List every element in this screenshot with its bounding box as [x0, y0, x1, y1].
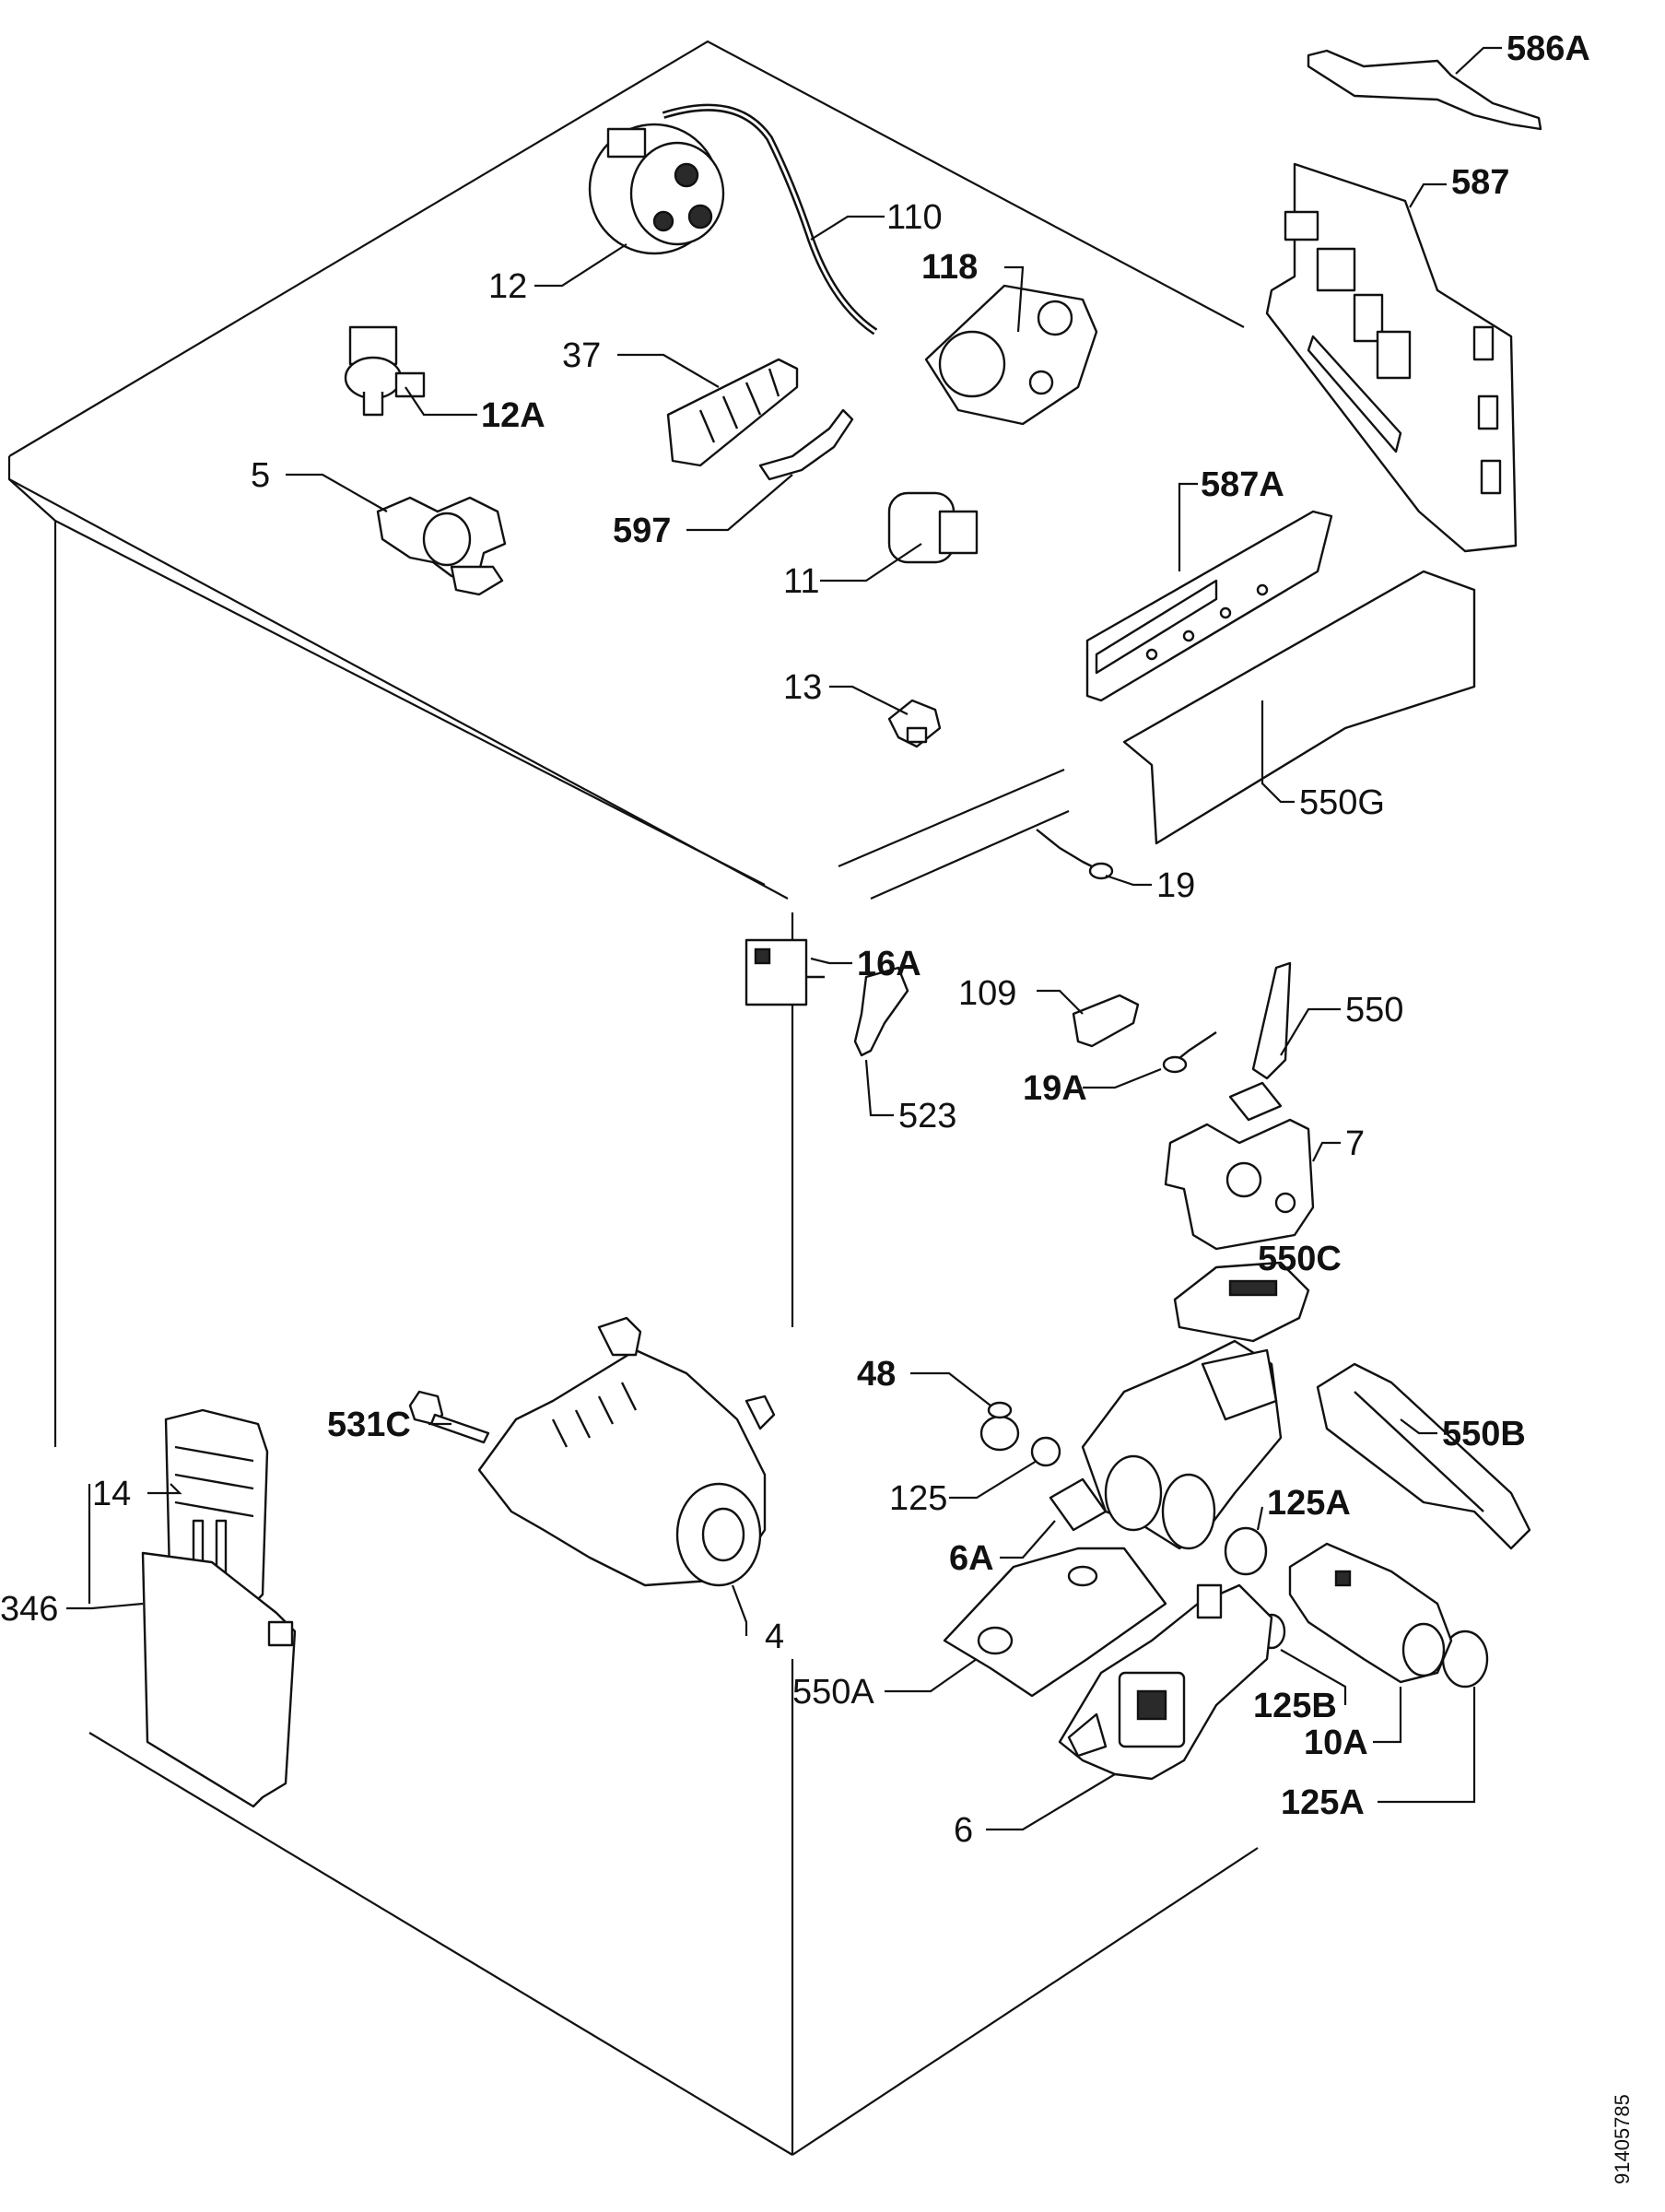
- label-125B: 125B: [1253, 1687, 1337, 1725]
- leader-lines: [66, 46, 1502, 1831]
- part-125-ring: [1030, 1436, 1061, 1467]
- label-587A: 587A: [1201, 465, 1284, 504]
- label-118: 118: [921, 248, 978, 287]
- label-587: 587: [1451, 163, 1509, 202]
- part-37-terminal-block: [666, 358, 799, 467]
- part-586A-bracket: [1307, 49, 1542, 131]
- label-37: 37: [562, 336, 601, 375]
- label-13: 13: [783, 668, 822, 707]
- label-109: 109: [958, 974, 1016, 1013]
- part-19-sensor: [1036, 829, 1114, 880]
- part-19A-sensor: [1162, 1031, 1217, 1074]
- label-550C: 550C: [1258, 1240, 1342, 1278]
- part-550G-cover: [1122, 570, 1476, 845]
- part-48: [979, 1401, 1020, 1452]
- label-597: 597: [613, 512, 671, 550]
- part-597-clip: [758, 408, 854, 481]
- label-16A: 16A: [857, 945, 921, 983]
- part-5-inlet-valve: [376, 496, 507, 596]
- label-550: 550: [1345, 991, 1403, 1030]
- label-48: 48: [857, 1355, 896, 1394]
- label-10A: 10A: [1304, 1724, 1368, 1762]
- part-587-control-board: [1265, 162, 1518, 553]
- callout-labels: 586A 587 110 12 118 37 12A 5 587A 597 11…: [0, 29, 1590, 1850]
- part-12-program-switch: [588, 123, 725, 255]
- label-550B: 550B: [1442, 1415, 1526, 1453]
- part-550A-cover: [943, 1547, 1167, 1698]
- label-346: 346: [0, 1590, 58, 1629]
- label-5: 5: [251, 456, 270, 495]
- cabinet-outline: [7, 40, 1259, 2156]
- part-pump-housing: [1081, 1339, 1283, 1550]
- part-118-timer: [924, 284, 1098, 426]
- label-523: 523: [898, 1097, 956, 1135]
- part-7-door-lock: [1164, 1118, 1315, 1251]
- label-550A: 550A: [792, 1673, 874, 1712]
- part-550-harness: [1228, 961, 1292, 1122]
- part-10A-connector: [1288, 1542, 1453, 1684]
- part-16A-door-interlock: [745, 938, 825, 1006]
- part-531C-bolt: [408, 1390, 490, 1444]
- label-7: 7: [1345, 1124, 1365, 1163]
- label-6: 6: [954, 1811, 973, 1850]
- label-550G: 550G: [1299, 783, 1385, 822]
- part-523-plate: [853, 966, 909, 1057]
- label-586A: 586A: [1507, 29, 1590, 68]
- document-id: 91405785: [1611, 2094, 1634, 2184]
- part-125A-ring-upper: [1224, 1526, 1268, 1576]
- part-587A-display-board: [1085, 510, 1333, 702]
- part-12A-pressure-switch: [344, 325, 426, 417]
- label-4: 4: [765, 1618, 784, 1656]
- part-550B-cover: [1316, 1362, 1531, 1550]
- part-109-clip: [1072, 994, 1140, 1048]
- part-11-capacitor: [887, 491, 979, 564]
- label-125A-upper: 125A: [1267, 1484, 1351, 1523]
- label-531C: 531C: [327, 1406, 411, 1444]
- part-346-dispenser-housing: [141, 1551, 297, 1808]
- part-550C-cover: [1173, 1261, 1310, 1343]
- label-19: 19: [1156, 866, 1195, 905]
- label-11: 11: [783, 562, 819, 601]
- part-4-motor: [477, 1316, 776, 1587]
- label-6A: 6A: [949, 1539, 994, 1578]
- label-19A: 19A: [1023, 1069, 1087, 1108]
- label-14: 14: [92, 1475, 131, 1513]
- label-110: 110: [886, 198, 943, 237]
- part-13-connector: [887, 699, 942, 748]
- part-6A-gasket: [1049, 1477, 1108, 1532]
- label-125: 125: [889, 1479, 947, 1518]
- part-6-drain-pump: [1058, 1583, 1273, 1781]
- label-12A: 12A: [481, 396, 545, 435]
- label-125A-lower: 125A: [1281, 1783, 1365, 1822]
- label-12: 12: [488, 267, 527, 306]
